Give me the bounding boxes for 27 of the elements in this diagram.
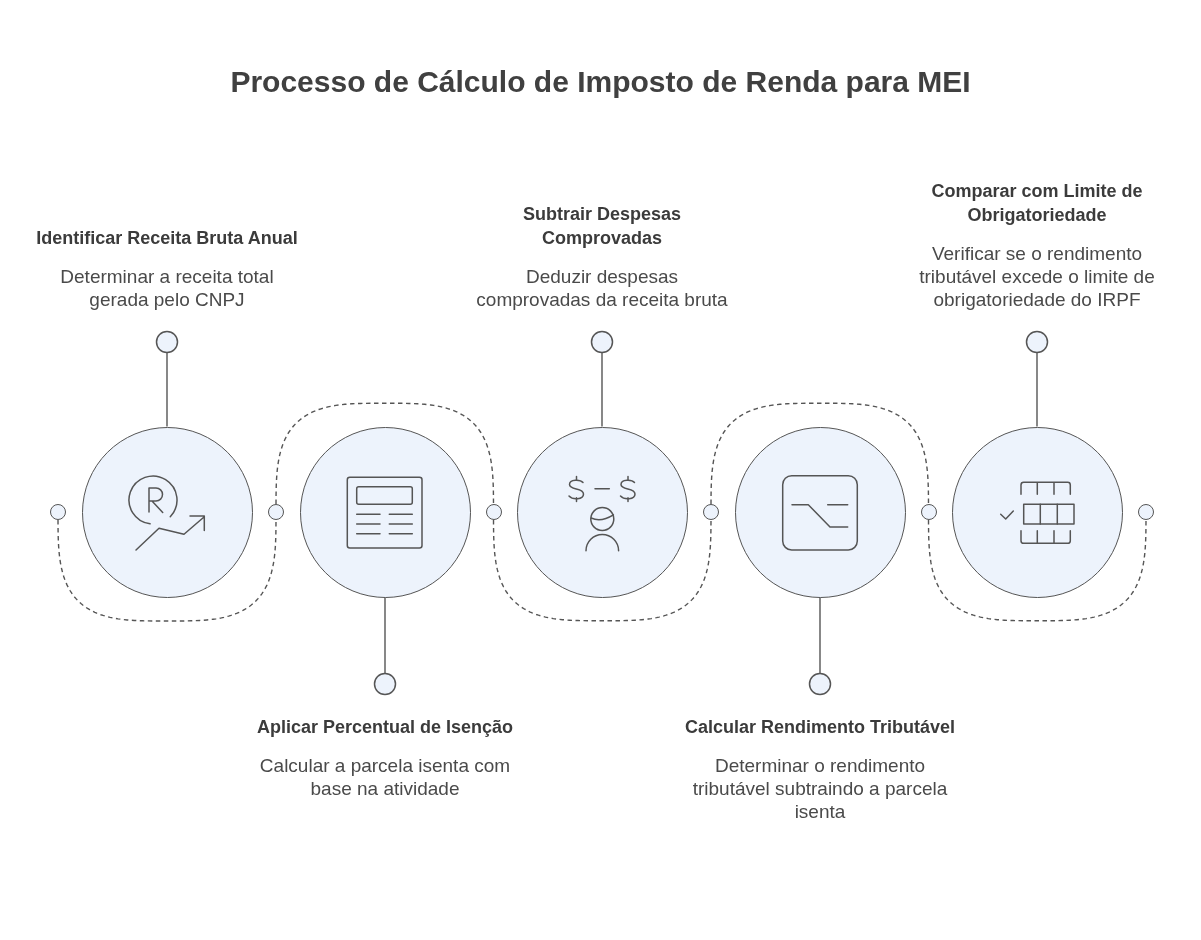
step-title: Calcular Rendimento Tributável bbox=[684, 716, 956, 739]
step-description: Deduzir despesas comprovadas da receita bruta bbox=[475, 265, 729, 311]
connector-dot bbox=[50, 504, 66, 520]
connector-line bbox=[808, 596, 832, 696]
dashed-arc-connector bbox=[492, 519, 712, 622]
connector-dot bbox=[920, 504, 937, 520]
connector-dot bbox=[485, 504, 502, 520]
diagram-title: Processo de Cálculo de Imposto de Renda para MEI bbox=[229, 64, 972, 100]
step-title: Subtrair Despesas Comprovadas bbox=[521, 203, 683, 250]
connector-dot bbox=[1138, 504, 1154, 520]
connector-line bbox=[155, 330, 179, 428]
connector-line bbox=[1025, 330, 1049, 428]
connector-line bbox=[373, 596, 397, 696]
connector-dot bbox=[268, 504, 284, 520]
step-title: Identificar Receita Bruta Anual bbox=[36, 227, 298, 250]
step-description: Verificar se o rendimento tributável excede o limite de obrigatoriedade do IRPF bbox=[918, 242, 1156, 311]
dashed-arc-connector bbox=[57, 519, 277, 622]
step-description: Determinar o rendimento tributável subtraindo a parcela isenta bbox=[691, 754, 949, 823]
dashed-arc-connector bbox=[927, 519, 1147, 622]
connector-line bbox=[590, 330, 614, 428]
connector-dot bbox=[703, 504, 719, 520]
step-description: Determinar a receita total gerada pelo CNPJ bbox=[59, 265, 275, 311]
step-title: Comparar com Limite de Obrigatoriedade bbox=[930, 180, 1144, 227]
dashed-arc-connector bbox=[275, 402, 495, 505]
step-title: Aplicar Percentual de Isenção bbox=[256, 716, 514, 739]
step-description: Calcular a parcela isenta com base na atividade bbox=[258, 754, 512, 800]
dashed-arc-connector bbox=[710, 402, 930, 505]
